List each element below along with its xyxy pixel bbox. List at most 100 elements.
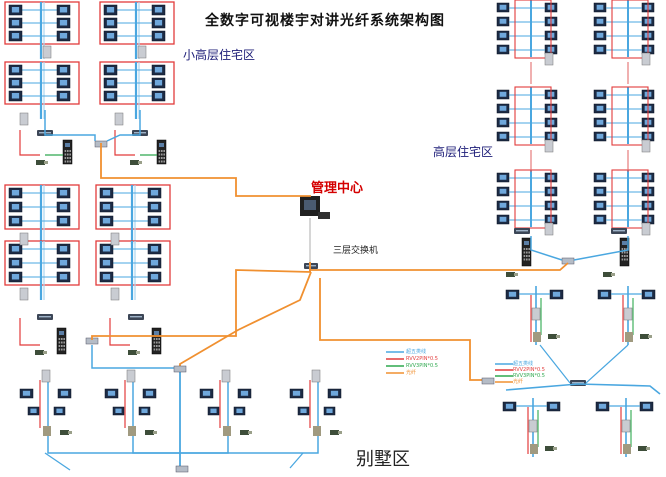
indoor-monitor-screen xyxy=(596,18,604,24)
guard-unit xyxy=(145,430,154,435)
fiber-backbone xyxy=(319,278,482,381)
guard-unit-lens xyxy=(43,351,47,354)
door-station-key xyxy=(528,248,530,250)
indoor-monitor-screen xyxy=(59,246,68,252)
indoor-monitor-screen xyxy=(499,202,507,208)
door-station-key xyxy=(624,248,626,250)
indoor-monitor-screen xyxy=(154,7,163,13)
legend2-rvv2-label: RVV2PIN*0.5 xyxy=(513,367,545,373)
indoor-monitor-screen xyxy=(102,218,111,224)
floor-decoder xyxy=(311,369,321,383)
indoor-monitor-screen xyxy=(499,91,507,97)
indoor-monitor-screen xyxy=(154,33,163,39)
indoor-monitor-screen xyxy=(552,291,561,297)
villa-door-station xyxy=(530,444,538,454)
guard-unit-lens xyxy=(68,431,72,434)
door-station-key xyxy=(624,258,626,261)
network-switch-ports xyxy=(130,316,142,318)
indoor-monitor-screen xyxy=(106,80,115,86)
indoor-monitor-screen xyxy=(22,390,31,396)
door-station-key xyxy=(61,345,63,347)
floor-decoder xyxy=(621,419,631,433)
guard-unit-lens xyxy=(556,335,560,338)
door-station-key xyxy=(63,341,65,344)
floor-decoder xyxy=(544,52,554,66)
high-rise-label: 高层住宅区 xyxy=(433,145,494,159)
indoor-monitor-screen xyxy=(30,408,37,413)
guard-unit xyxy=(35,350,44,355)
door-station-key xyxy=(156,348,158,351)
villa-door-station xyxy=(313,426,321,436)
cat5e-branch xyxy=(47,440,180,454)
door-station-key xyxy=(526,248,528,250)
indoor-monitor-screen xyxy=(59,204,68,210)
indoor-monitor-screen xyxy=(596,46,604,52)
indoor-monitor-screen xyxy=(56,408,63,413)
indoor-monitor-screen xyxy=(59,218,68,224)
floor-decoder xyxy=(641,222,651,236)
indoor-monitor-screen xyxy=(11,218,20,224)
fiber-transceiver xyxy=(173,365,187,373)
guard-unit xyxy=(36,160,45,165)
guard-unit xyxy=(603,272,612,277)
indoor-monitor-screen xyxy=(11,260,20,266)
indoor-monitor-screen xyxy=(11,67,20,73)
indoor-monitor-screen xyxy=(596,4,604,10)
rvv2-cable xyxy=(19,130,40,156)
indoor-monitor-screen xyxy=(11,33,20,39)
door-station-key xyxy=(626,251,628,254)
network-switch-ports xyxy=(572,382,584,384)
guard-unit-lens xyxy=(153,431,157,434)
door-station-key xyxy=(67,153,69,156)
floor-decoder xyxy=(531,307,541,321)
indoor-monitor-screen xyxy=(60,390,69,396)
floor-decoder xyxy=(19,287,29,301)
guard-unit xyxy=(330,430,339,435)
door-station-key xyxy=(163,157,165,159)
floor-decoder xyxy=(528,419,538,433)
indoor-monitor-screen xyxy=(596,174,604,180)
cat5e-trunk xyxy=(530,236,563,261)
core-switch-label: 三层交换机 xyxy=(333,246,379,256)
indoor-monitor-screen xyxy=(596,216,604,222)
door-station-key xyxy=(64,150,67,152)
villa-label: 别墅区 xyxy=(356,449,410,470)
door-station-key xyxy=(523,258,526,261)
guard-unit-lens xyxy=(136,351,140,354)
small-high-rise-label: 小高层住宅区 xyxy=(183,48,256,62)
door-station-key xyxy=(161,157,163,159)
indoor-monitor-screen xyxy=(596,133,604,139)
door-station-key xyxy=(63,338,65,340)
indoor-monitor-screen xyxy=(499,188,507,194)
door-station-key xyxy=(161,153,163,156)
indoor-monitor-screen xyxy=(106,20,115,26)
door-station-key xyxy=(158,341,160,344)
door-station-key xyxy=(61,338,63,340)
door-station-key xyxy=(64,160,67,163)
fiber-transceiver xyxy=(175,465,189,473)
cat5e-branch xyxy=(44,452,71,471)
guard-unit xyxy=(548,334,557,339)
indoor-monitor-screen xyxy=(508,291,517,297)
floor-decoder xyxy=(641,139,651,153)
villa-door-station xyxy=(223,426,231,436)
guard-unit-lens xyxy=(648,335,652,338)
door-station-key xyxy=(158,157,161,159)
door-station-camera xyxy=(59,331,64,335)
indoor-monitor-screen xyxy=(499,18,507,24)
door-station-key xyxy=(156,345,158,347)
door-station-key xyxy=(67,157,69,159)
door-station xyxy=(56,327,67,355)
indoor-monitor-screen xyxy=(300,408,307,413)
door-station-key xyxy=(63,348,65,351)
indoor-monitor-screen xyxy=(499,32,507,38)
indoor-monitor-screen xyxy=(59,190,68,196)
door-station-camera xyxy=(65,143,70,147)
guard-unit-lens xyxy=(44,161,48,164)
guard-unit xyxy=(128,350,137,355)
indoor-monitor-screen xyxy=(154,93,163,99)
door-station-key xyxy=(58,341,61,344)
floor-decoder xyxy=(110,232,120,246)
fiber-backbone xyxy=(91,269,312,340)
villa-door-station xyxy=(533,332,541,342)
